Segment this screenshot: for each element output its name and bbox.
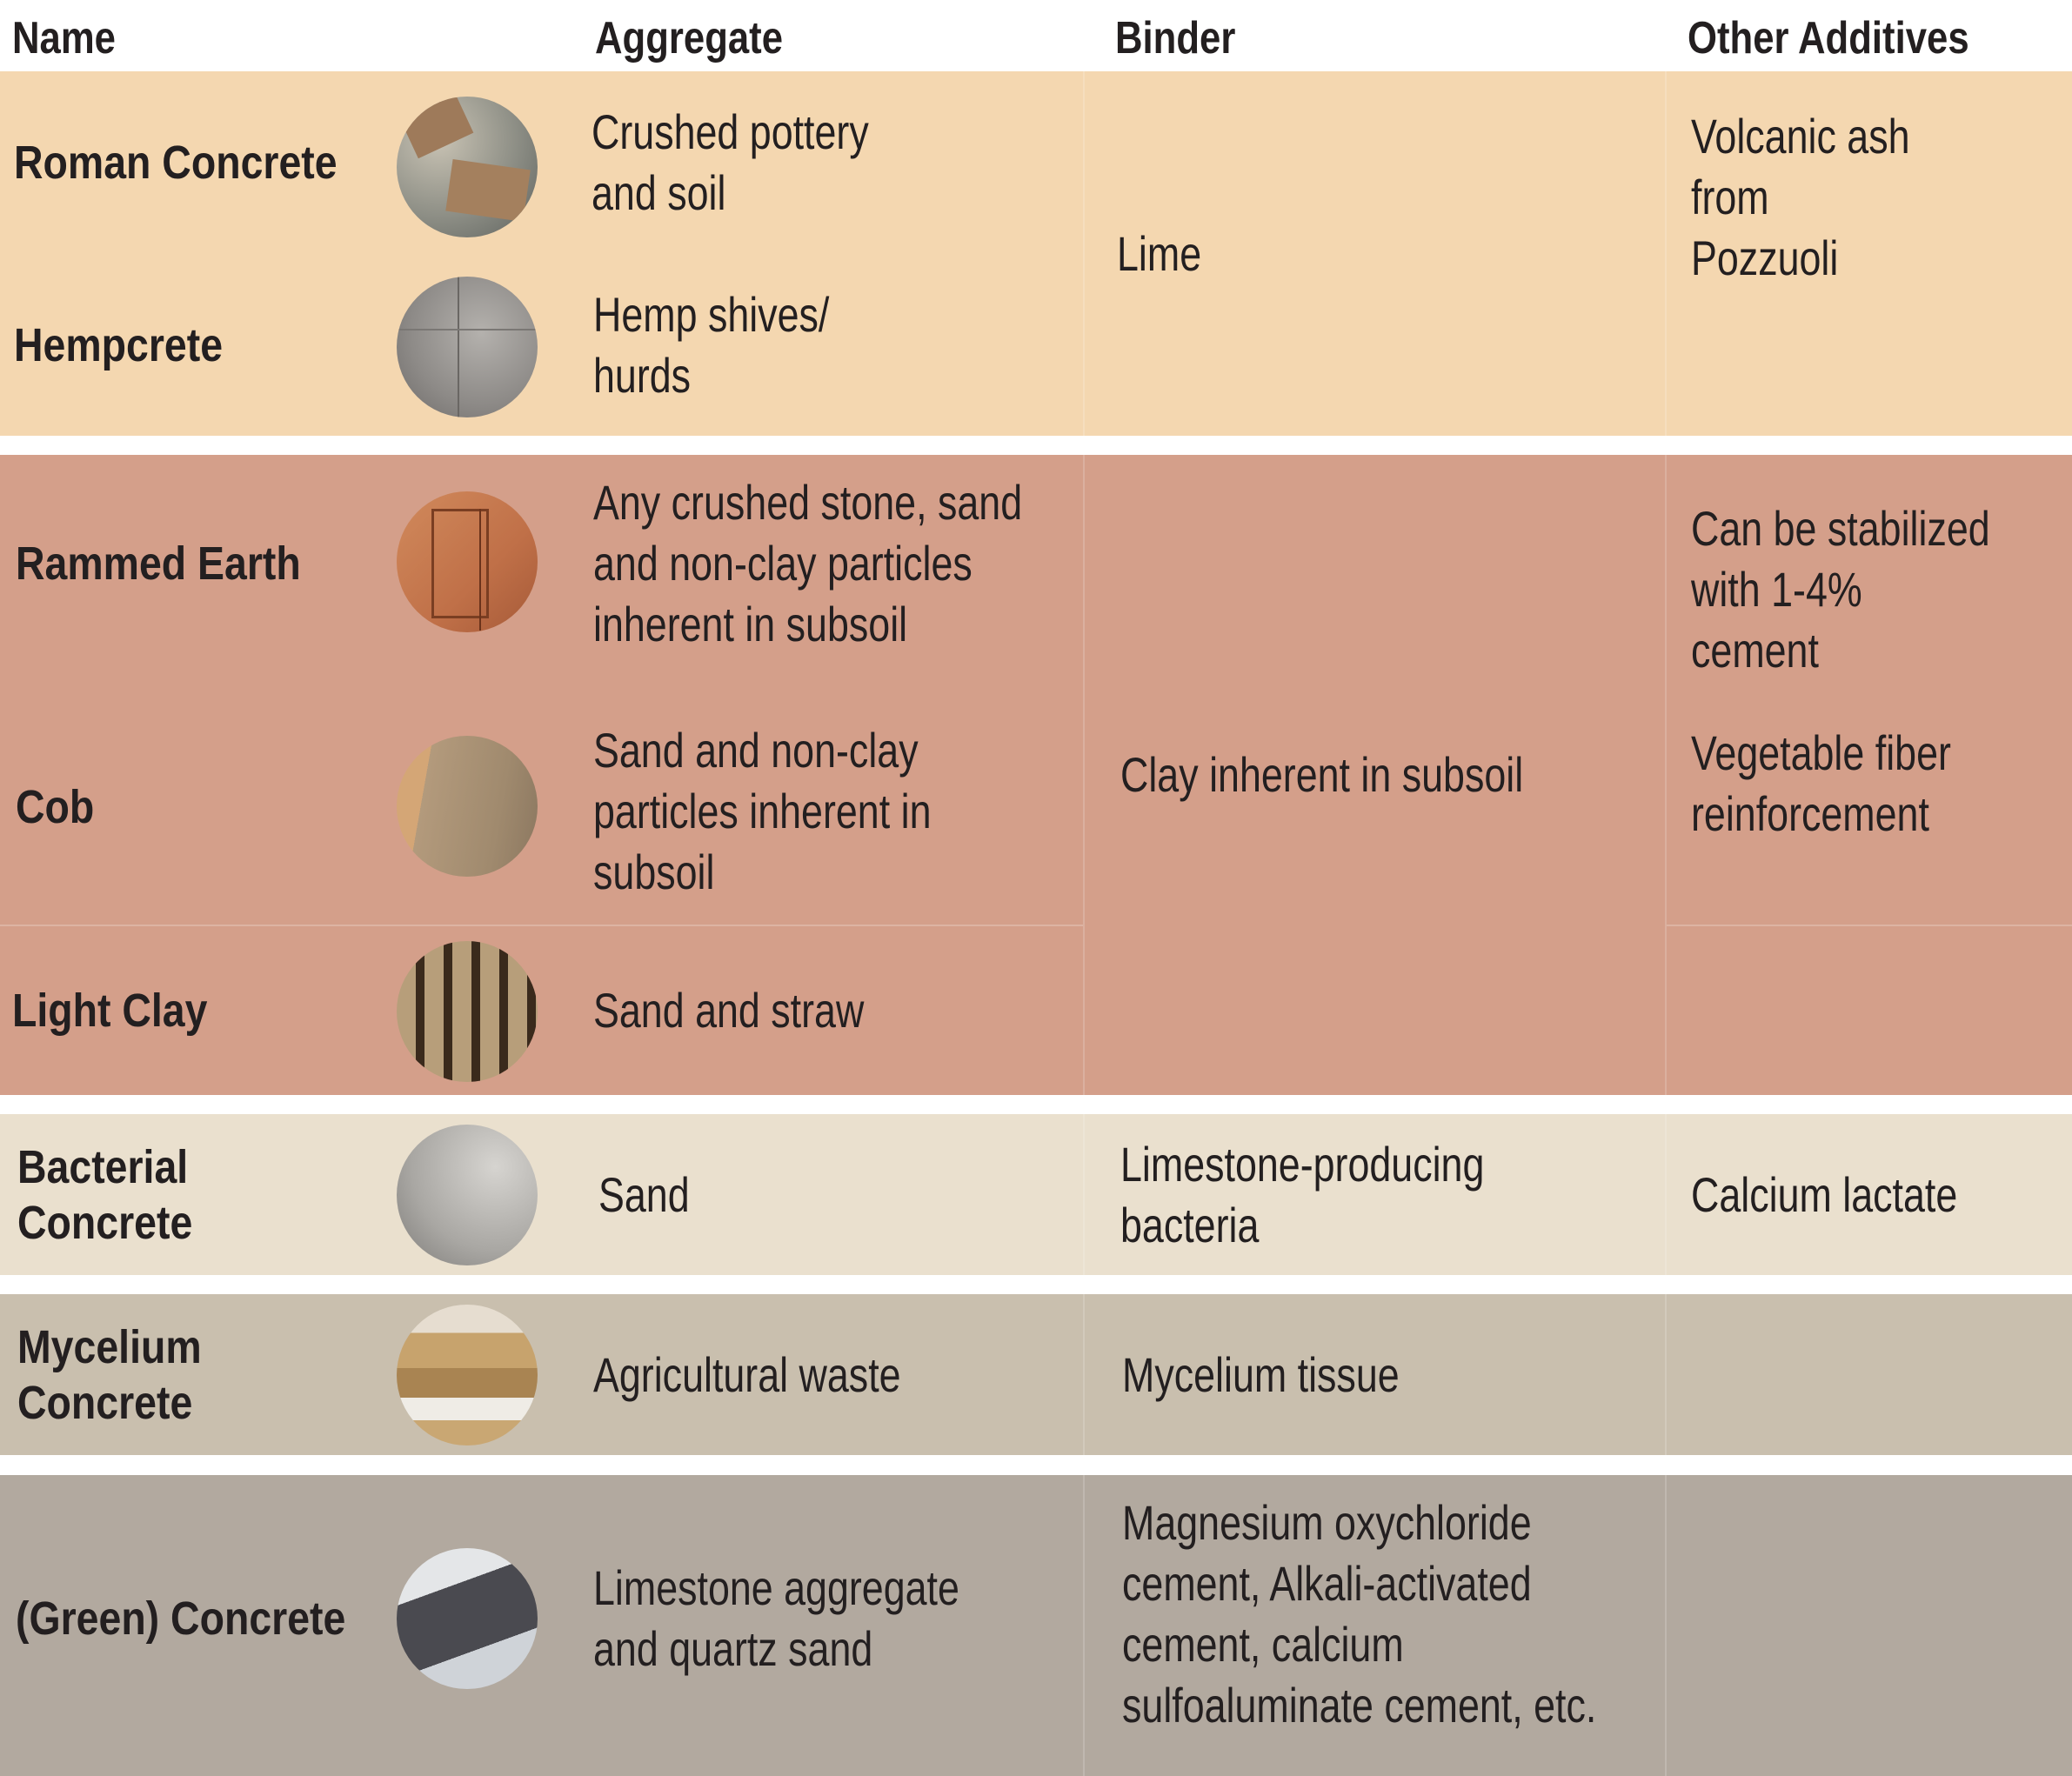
aggregate-cell: Hemp shives/ hurds — [593, 286, 830, 403]
aggregate-cell: Limestone aggregate and quartz sand — [593, 1560, 959, 1676]
table-row-cob: Cob — [16, 707, 107, 907]
light-clay-photo — [397, 941, 538, 1082]
aggregate-cell: Sand and straw — [593, 983, 865, 1038]
material-name: Rammed Earth — [16, 537, 301, 590]
green-concrete-photo — [397, 1548, 538, 1689]
material-name: (Green) Concrete — [16, 1592, 346, 1645]
group-clay: Rammed Earth Any crushed stone, sand and… — [0, 455, 2072, 1095]
table-row-rammed-earth: Rammed Earth — [16, 455, 347, 672]
aggregate-cell: Agricultural waste — [593, 1346, 901, 1402]
binder-cell: Magnesium oxychloride cement, Alkali-act… — [1122, 1495, 1597, 1733]
header-name: Name — [12, 13, 116, 63]
material-name: Cob — [16, 781, 95, 833]
cob-photo — [397, 736, 538, 877]
group-green-concrete: (Green) Concrete Limestone aggregate and… — [0, 1475, 2072, 1776]
binder-cell: Clay inherent in subsoil — [1120, 747, 1524, 802]
binder-cell: Mycelium tissue — [1122, 1346, 1400, 1402]
hempcrete-photo — [397, 277, 538, 417]
material-name: Bacterial Concrete — [17, 1140, 193, 1249]
mycelium-concrete-photo — [397, 1305, 538, 1446]
binder-cell: Lime — [1117, 225, 1202, 281]
rammed-earth-photo — [397, 491, 538, 632]
group-lime: Roman Concrete Crushed pottery and soil … — [0, 71, 2072, 436]
additives-cell: Volcanic ash from Pozzuoli — [1691, 109, 1910, 285]
additives-cell: Can be stabilized with 1-4% cement — [1691, 501, 1990, 678]
binder-cell: Limestone-producing bacteria — [1120, 1136, 1485, 1252]
table-row-bacterial-concrete: Bacterial Concrete — [17, 1114, 221, 1275]
aggregate-cell: Any crushed stone, sand and non-clay par… — [593, 475, 1023, 651]
additives-cell: Vegetable fiber reinforcement — [1691, 725, 1951, 841]
table-header: Name Aggregate Binder Other Additives — [0, 0, 2072, 71]
material-name: Mycelium Concrete — [17, 1320, 202, 1429]
table-row-mycelium-concrete: Mycelium Concrete — [17, 1294, 231, 1455]
header-aggregate: Aggregate — [595, 13, 784, 63]
table-row-hempcrete: Hempcrete — [14, 254, 257, 436]
group-bacterial: Bacterial Concrete Sand Limestone-produc… — [0, 1114, 2072, 1275]
table-row-light-clay: Light Clay — [12, 926, 239, 1095]
material-name: Hempcrete — [14, 318, 224, 371]
material-name: Light Clay — [12, 985, 208, 1037]
roman-concrete-photo — [397, 97, 538, 237]
additives-cell: Calcium lactate — [1691, 1166, 1958, 1222]
group-mycelium: Mycelium Concrete Agricultural waste Myc… — [0, 1294, 2072, 1455]
aggregate-cell: Crushed pottery and soil — [592, 104, 869, 220]
material-name: Roman Concrete — [14, 137, 338, 189]
table-row-roman-concrete: Roman Concrete — [14, 71, 390, 254]
bacterial-concrete-photo — [397, 1125, 538, 1265]
header-binder: Binder — [1115, 13, 1236, 63]
aggregate-cell: Sand — [598, 1166, 690, 1222]
aggregate-cell: Sand and non-clay particles inherent in … — [593, 723, 932, 899]
table-row-green-concrete: (Green) Concrete — [16, 1475, 399, 1762]
header-other-additives: Other Additives — [1688, 13, 1969, 63]
